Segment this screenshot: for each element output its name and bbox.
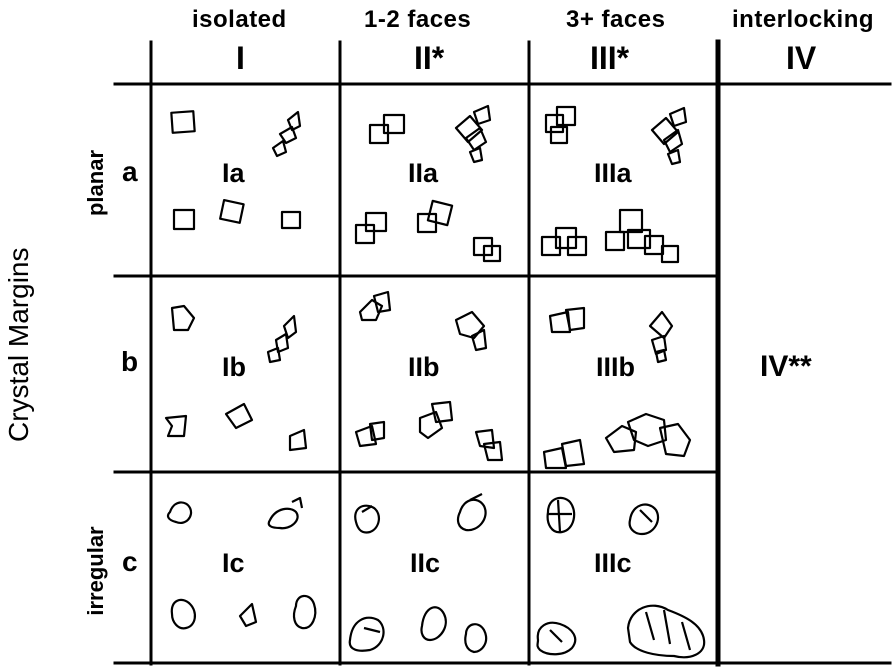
cell-label-iic: IIc	[410, 550, 440, 577]
cell-label-ic: Ic	[222, 550, 245, 577]
cell-label-iiib: IIIb	[596, 354, 635, 381]
cell-label-iiic: IIIc	[594, 550, 632, 577]
row-letter-b: b	[121, 348, 138, 376]
column-numeral-1: I	[236, 42, 245, 74]
cell-label-iiia: IIIa	[594, 160, 632, 187]
row-name-planar: planar	[85, 143, 107, 223]
column-numeral-4: IV	[786, 42, 816, 74]
column-descriptor-3: 3+ faces	[566, 8, 665, 32]
axis-title: Crystal Margins	[5, 252, 33, 442]
cell-label-iia: IIa	[408, 160, 438, 187]
cell-label-iib: IIb	[408, 354, 440, 381]
row-letter-a: a	[122, 158, 138, 186]
row-letter-c: c	[122, 548, 138, 576]
column-numeral-3: III*	[590, 42, 629, 74]
column-descriptor-2: 1-2 faces	[364, 8, 471, 32]
column-numeral-2: II*	[414, 42, 444, 74]
crystal-sketch-iiib	[544, 308, 690, 468]
row-name-irregular: irregular	[85, 521, 107, 621]
column-descriptor-1: isolated	[192, 8, 287, 32]
column-descriptor-4: interlocking	[732, 8, 874, 32]
cell-label-ia: Ia	[222, 160, 245, 187]
cell-label-ib: Ib	[222, 354, 246, 381]
cell-label-iv: IV**	[760, 352, 812, 382]
